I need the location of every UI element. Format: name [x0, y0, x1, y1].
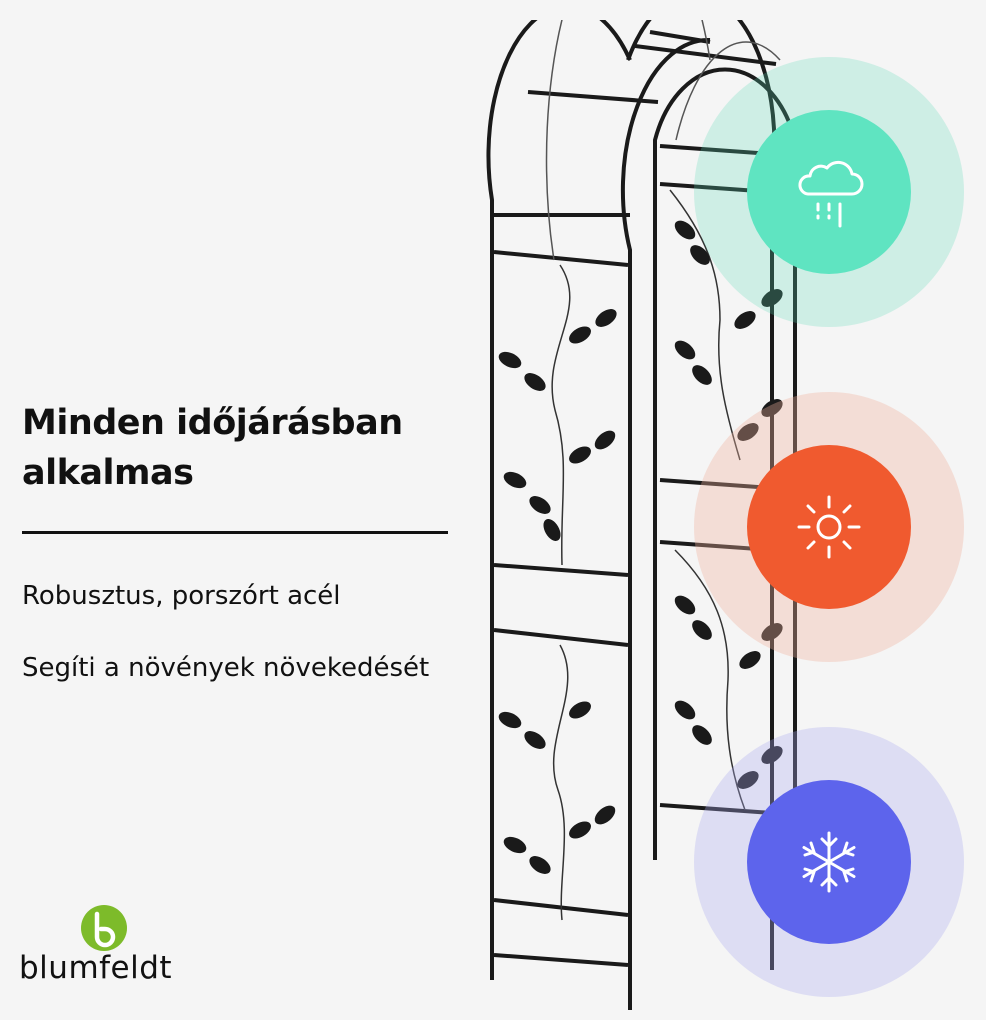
divider: [22, 531, 448, 534]
brand-name: blumfeldt: [19, 950, 173, 986]
sun-badge: [747, 445, 911, 609]
snow-badge: [747, 780, 911, 944]
rain-badge: [747, 110, 911, 274]
feature-text-plant-growth: Segíti a növények növekedését: [22, 653, 430, 683]
snowflake-icon: [802, 831, 856, 893]
cloud-rain-icon: [798, 160, 864, 228]
sun-icon: [797, 495, 861, 559]
feature-text-material: Robusztus, porszórt acél: [22, 581, 341, 611]
page-title: Minden időjárásban alkalmas: [22, 403, 403, 493]
garden-arch-trellis-image: [486, 20, 797, 1010]
blumfeldt-logo-icon: [81, 905, 127, 951]
